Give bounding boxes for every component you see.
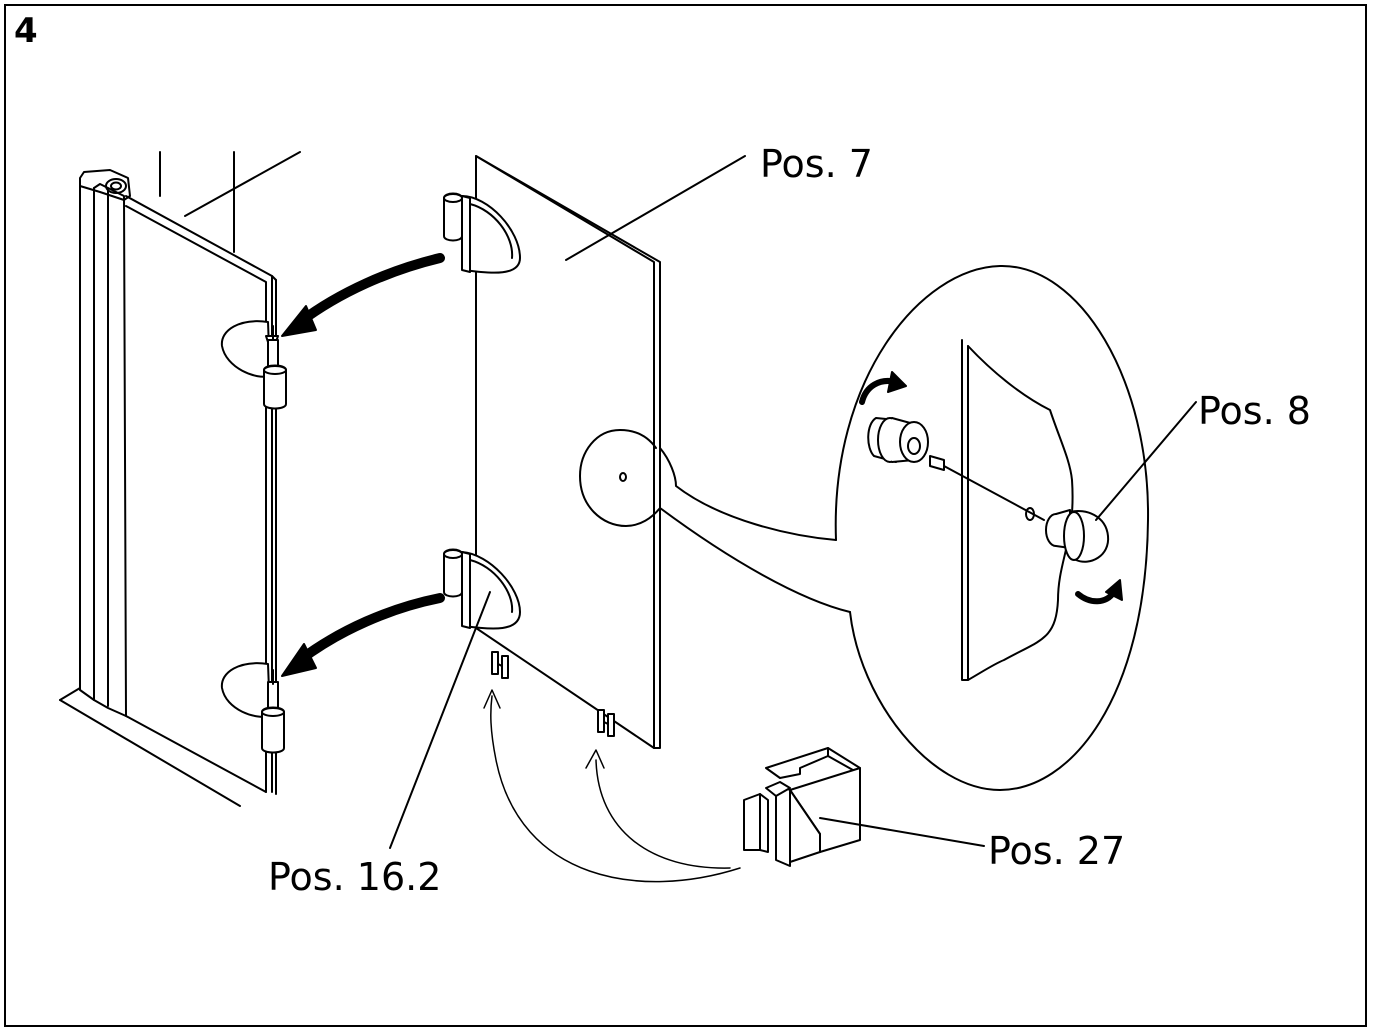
arrow-lower (282, 598, 440, 676)
arrow-upper (282, 258, 440, 336)
washer (1026, 508, 1034, 520)
label-pos27: Pos. 27 (988, 829, 1126, 873)
hinge-upper-left (222, 321, 286, 408)
hinge-lower-left (222, 663, 284, 752)
label-pos7: Pos. 7 (760, 142, 873, 186)
leader-pos7 (566, 156, 745, 260)
label-pos8: Pos. 8 (1198, 389, 1311, 433)
door-clip-left (492, 652, 508, 678)
drawing-frame (4, 4, 1367, 1027)
hinge-lower-door (444, 550, 520, 629)
leader-pos8 (1096, 402, 1196, 520)
knob-outer-part (1046, 510, 1108, 562)
rotate-arrow-top (862, 372, 906, 402)
step-number: 4 (14, 11, 38, 51)
knob-screw-line (944, 466, 1044, 520)
leader-pos27 (820, 818, 984, 846)
clip-arrows (484, 690, 740, 882)
knob-hole-callout (580, 430, 850, 612)
rotate-arrow-bottom (1078, 580, 1122, 601)
leader-pos16-2 (390, 592, 490, 848)
door-clip-right (598, 710, 614, 736)
label-pos16-2: Pos. 16.2 (268, 855, 442, 899)
hinge-upper-door (444, 194, 520, 273)
clip-part (744, 748, 984, 866)
knob-inner-part (868, 418, 944, 470)
